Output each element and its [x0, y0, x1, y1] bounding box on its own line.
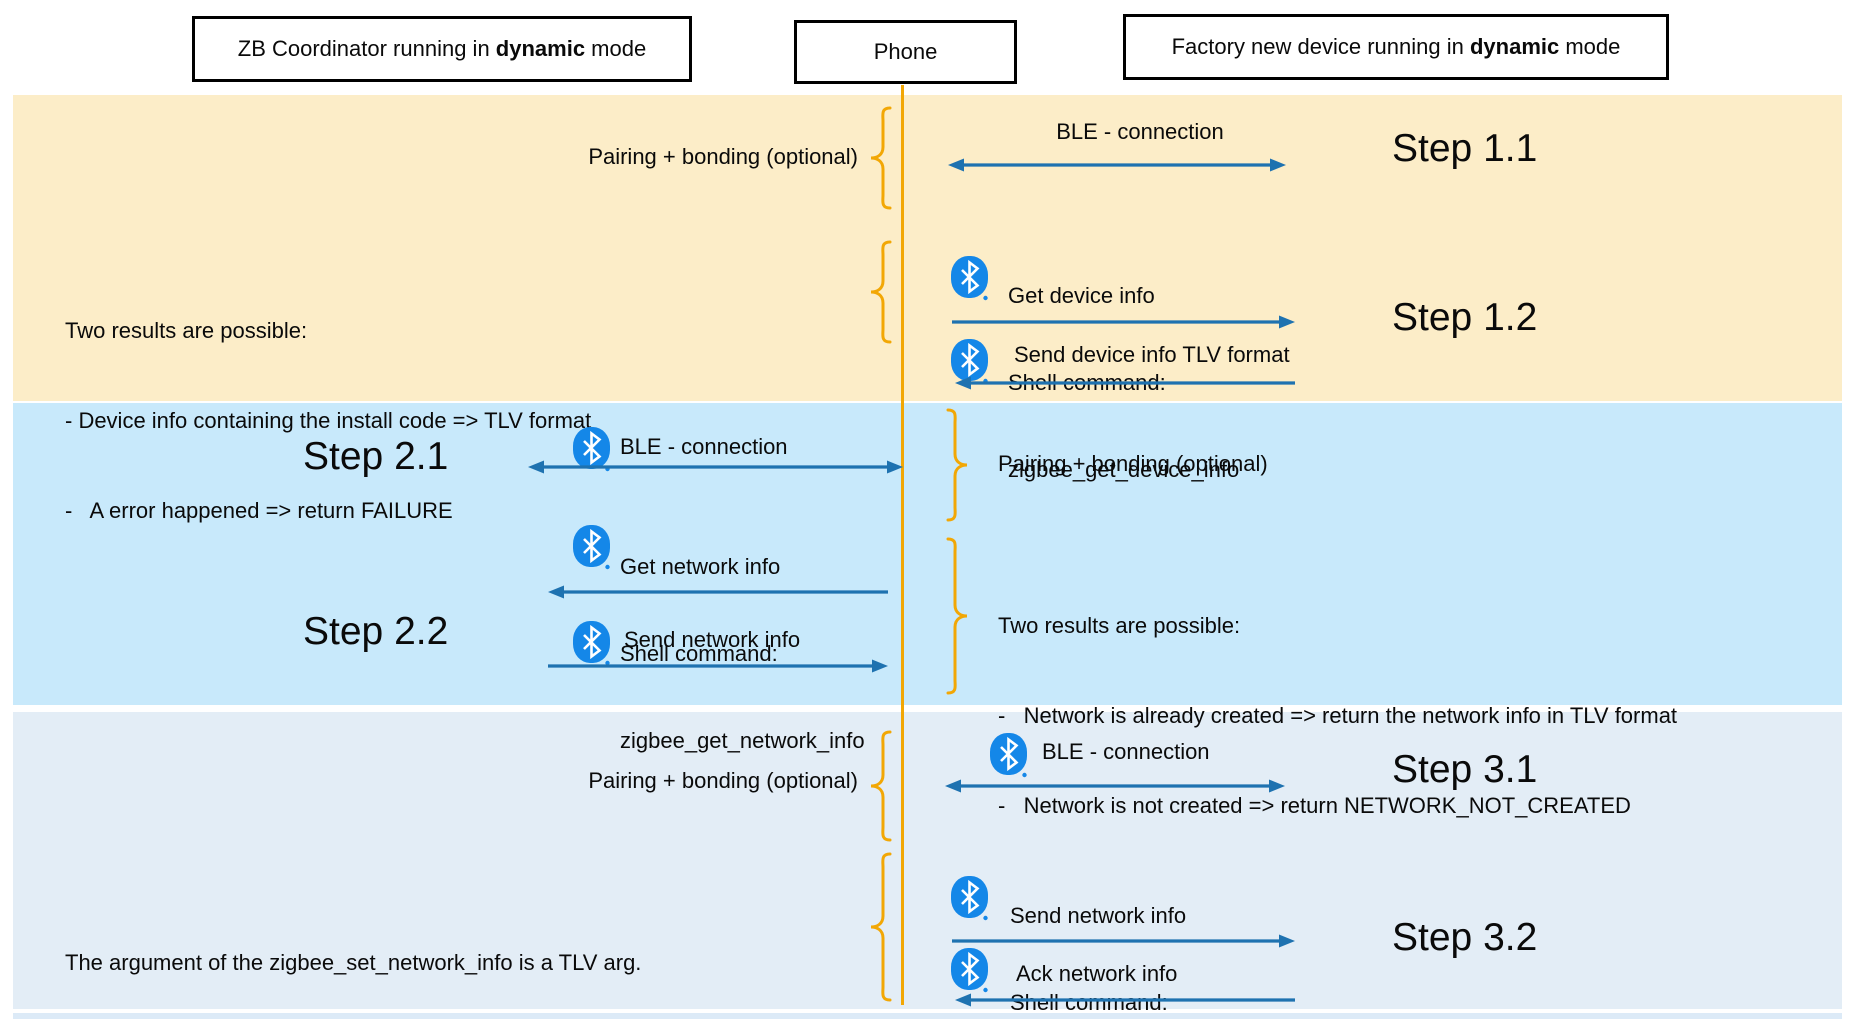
- step1-pairing-label: Pairing + bonding (optional): [588, 144, 858, 169]
- msg-line: Get device info: [1008, 283, 1155, 308]
- step1-band: [13, 95, 1842, 401]
- get-network-info-arrow: [548, 585, 888, 599]
- ble-connection-arrow-step2: [528, 460, 903, 474]
- bracket-step1-results: [870, 240, 892, 344]
- step1-ble-label: BLE - connection: [1056, 119, 1224, 144]
- msg-line: zigbee_get_device_info: [1008, 457, 1240, 482]
- step2-pairing-label: Pairing + bonding (optional): [998, 451, 1268, 476]
- bluetooth-icon: [951, 948, 988, 993]
- note-line: - Network is not created => return NETWO…: [998, 793, 1631, 818]
- step1-note: Two results are possible: - Device info …: [65, 256, 591, 586]
- bluetooth-icon: [951, 876, 988, 921]
- step3-pairing-label: Pairing + bonding (optional): [588, 768, 858, 793]
- note-line: - Device info containing the install cod…: [65, 408, 592, 433]
- send-device-info-label: Send device info TLV format: [1014, 342, 1290, 367]
- bluetooth-icon: [951, 256, 988, 301]
- send-network-info-arrow-step2: [548, 659, 888, 673]
- step3-ble-label: BLE - connection: [1042, 739, 1210, 764]
- get-network-info-message: Get network info Shell command: zigbee_g…: [620, 494, 865, 813]
- bluetooth-icon: [573, 525, 610, 570]
- actor-box-device: Factory new device running in dynamic mo…: [1123, 14, 1669, 80]
- actor-label-coordinator: ZB Coordinator running in dynamic mode: [237, 36, 647, 61]
- send-network-info-label-step2: Send network info: [624, 627, 801, 652]
- actor-label-phone: Phone: [873, 39, 938, 64]
- note-line: - A error happened => return FAILURE: [65, 498, 453, 523]
- msg-line: Shell command:: [1010, 990, 1168, 1015]
- step-3-2-label: Step 3.2: [1392, 916, 1538, 959]
- msg-line: Shell command:: [620, 641, 778, 666]
- bracket-step3-pairing: [870, 730, 892, 842]
- step-2-2-label: Step 2.2: [303, 610, 449, 653]
- set-network-info-arrow: [952, 934, 1295, 948]
- step2-note: Two results are possible: - Network is a…: [998, 551, 1677, 881]
- step-2-1-label: Step 2.1: [303, 435, 449, 478]
- footer-strip: [13, 1013, 1842, 1019]
- ack-network-info-arrow: [955, 993, 1295, 1007]
- msg-line: zigbee_get_network_info: [620, 728, 865, 753]
- ble-connection-arrow-step3: [945, 779, 1285, 793]
- step3-band: [13, 712, 1842, 1009]
- bracket-step2-results: [946, 537, 968, 695]
- send-device-info-arrow: [955, 376, 1295, 390]
- step-1-2-label: Step 1.2: [1392, 296, 1538, 339]
- phone-lifeline: [901, 85, 904, 1005]
- step3-note: The argument of the zigbee_set_network_i…: [65, 888, 686, 1019]
- bracket-step1-pairing: [870, 106, 892, 210]
- actor-box-phone: Phone: [794, 20, 1017, 84]
- note-line: - Network is already created => return t…: [998, 703, 1678, 728]
- step2-ble-label: BLE - connection: [620, 434, 788, 459]
- bracket-step3-set-network: [870, 852, 892, 1002]
- note-line: Two results are possible:: [65, 318, 308, 343]
- actor-label-device: Factory new device running in dynamic mo…: [1171, 34, 1621, 59]
- msg-line: Send network info: [1010, 903, 1187, 928]
- bluetooth-icon: [573, 621, 610, 666]
- actor-box-coordinator: ZB Coordinator running in dynamic mode: [192, 16, 692, 82]
- bracket-step2-pairing: [946, 408, 968, 522]
- step-3-1-label: Step 3.1: [1392, 748, 1538, 791]
- bluetooth-icon: [990, 733, 1027, 778]
- step2-band: [13, 403, 1842, 705]
- note-line: Two results are possible:: [998, 613, 1241, 638]
- set-network-info-message: Send network info Shell command: Zigbee_…: [1010, 843, 1256, 1019]
- bluetooth-icon: [573, 427, 610, 472]
- ble-connection-arrow-step1: [948, 158, 1286, 172]
- msg-line: Get network info: [620, 554, 781, 579]
- note-line: The argument of the zigbee_set_network_i…: [65, 950, 642, 975]
- step-1-1-label: Step 1.1: [1392, 127, 1538, 170]
- get-device-info-arrow: [952, 315, 1295, 329]
- ack-network-info-label: Ack network info: [1016, 961, 1178, 986]
